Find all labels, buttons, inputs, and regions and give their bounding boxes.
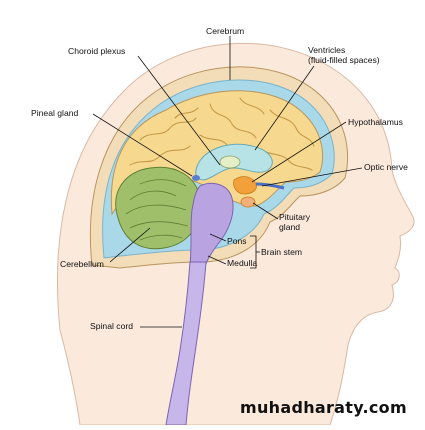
watermark-text: muhadharaty.com (240, 398, 407, 417)
label-brain-stem: Brain stem (261, 247, 303, 257)
label-ventricles-line1: Ventricles (308, 45, 346, 55)
optic-nerve-shape (255, 182, 285, 190)
label-pituitary-gland: Pituitary gland (279, 212, 311, 233)
thalamus (219, 155, 241, 169)
label-medulla: Medulla (227, 258, 258, 268)
label-spinal-cord: Spinal cord (90, 321, 133, 331)
pineal-shape (192, 175, 200, 181)
label-cerebellum: Cerebellum (60, 259, 104, 269)
label-pons: Pons (227, 236, 247, 246)
label-ventricles-line2: (fluid-filled spaces) (308, 54, 380, 65)
brain-stem-shape (189, 182, 234, 265)
label-ventricles: Ventricles (fluid-filled spaces) (308, 45, 380, 66)
hypothalamus-shape (233, 176, 257, 195)
label-optic-nerve: Optic nerve (364, 162, 408, 172)
pituitary-shape (240, 196, 256, 208)
label-hypothalamus: Hypothalamus (348, 117, 403, 127)
cerebellum-folia (125, 179, 189, 241)
label-pineal-gland: Pineal gland (31, 108, 79, 118)
label-choroid-plexus: Choroid plexus (68, 46, 126, 56)
label-pituitary-line1: Pituitary (279, 212, 311, 222)
leader-lines (92, 36, 363, 328)
label-cerebrum: Cerebrum (206, 26, 245, 36)
label-pituitary-line2: gland (279, 221, 301, 232)
